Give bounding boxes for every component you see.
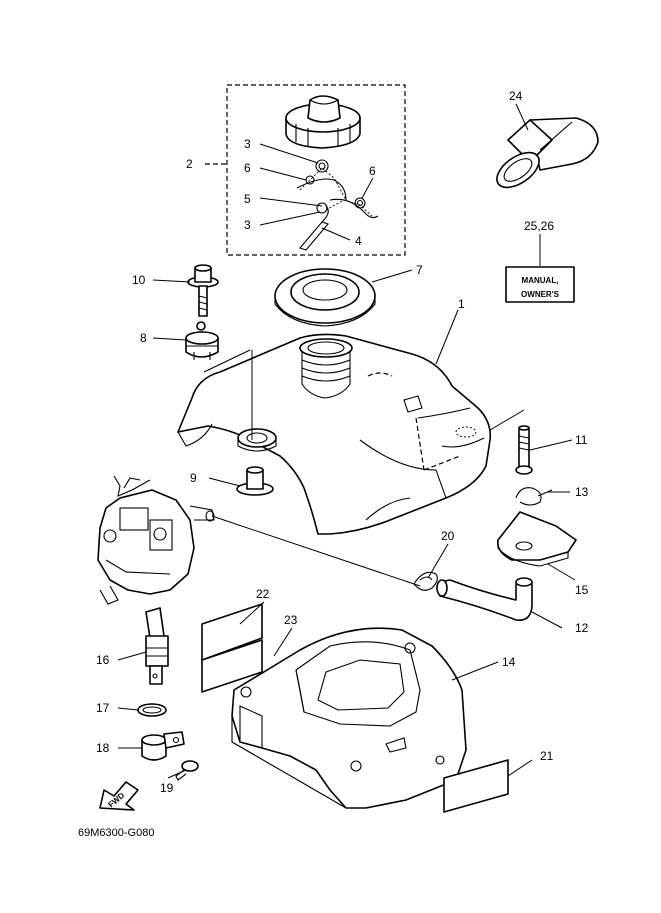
clip-13 [515, 487, 553, 506]
callout-15: 15 [575, 583, 589, 597]
leader-lines [117, 103, 576, 779]
fuel-tank-1 [177, 333, 492, 535]
callout-19: 19 [160, 781, 174, 795]
callout-2: 2 [186, 157, 193, 171]
callout-11: 11 [575, 433, 588, 447]
clip-20 [413, 571, 438, 591]
manual-label-line1: MANUAL, [522, 276, 559, 285]
callout-8: 8 [140, 331, 147, 345]
callout-17: 17 [96, 701, 110, 715]
callout-16: 16 [96, 653, 110, 667]
callout-5: 5 [244, 192, 251, 206]
drawing-code: 69M6300-G080 [78, 827, 154, 839]
callout-18: 18 [96, 741, 110, 755]
fuel-cap [285, 95, 361, 149]
cap-assembly-group-box [226, 84, 406, 256]
label-23 [201, 639, 263, 693]
damper-8 [185, 321, 219, 360]
fuel-cock-16 [145, 607, 169, 685]
gasket-7 [274, 268, 376, 327]
callout-6-right: 6 [369, 164, 376, 178]
callout-9: 9 [190, 471, 197, 485]
holder-18 [141, 731, 185, 761]
callout-25-26: 25,26 [524, 219, 554, 233]
ref-line-damper [203, 349, 251, 373]
callout-24: 24 [509, 89, 523, 103]
label-21 [443, 759, 509, 813]
bracket-15 [496, 511, 577, 567]
cap-chain-parts [296, 159, 379, 251]
support-14 [231, 627, 467, 809]
callout-3-lower: 3 [244, 218, 251, 232]
callout-20: 20 [441, 529, 455, 543]
callout-4: 4 [355, 234, 362, 248]
bolt-10 [187, 264, 219, 317]
o-ring-17 [137, 703, 167, 717]
callout-12: 12 [575, 621, 589, 635]
callout-23: 23 [284, 613, 298, 627]
bolt-11 [515, 425, 533, 475]
callout-13: 13 [575, 485, 589, 499]
callout-21: 21 [540, 749, 554, 763]
fuel-hose-12 [436, 577, 533, 621]
callout-7: 7 [416, 263, 423, 277]
callout-3-upper: 3 [244, 137, 251, 151]
owners-manual: MANUAL, OWNER'S [505, 266, 575, 303]
callout-1: 1 [458, 297, 465, 311]
fwd-arrow: FWD [99, 781, 139, 811]
grommet-24 [496, 117, 599, 189]
manual-label-line2: OWNER'S [521, 290, 560, 299]
callout-10: 10 [132, 273, 146, 287]
callout-14: 14 [502, 655, 516, 669]
callout-22: 22 [256, 587, 270, 601]
screw-19 [175, 760, 199, 781]
callout-6-left: 6 [244, 161, 251, 175]
collar-9 [236, 466, 274, 496]
ref-line-hose [211, 515, 421, 587]
ref-line-bolt-11 [489, 409, 525, 431]
carburetor [97, 475, 215, 605]
